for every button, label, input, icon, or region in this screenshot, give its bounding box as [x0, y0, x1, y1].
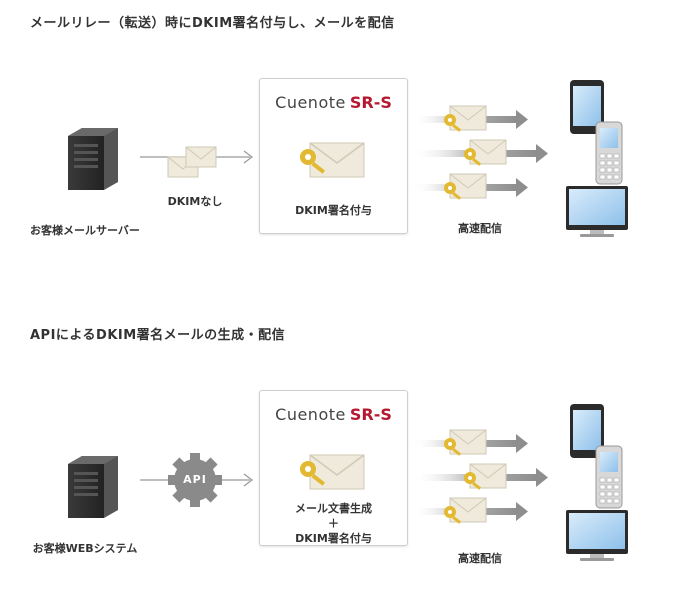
delivery-arrows: [412, 429, 548, 524]
panel-label: メール文書生成 ＋ DKIM署名付与: [260, 501, 407, 546]
panel-label: DKIM署名付与: [295, 204, 372, 217]
section-title: メールリレー（転送）時にDKIM署名付与し、メールを配信: [30, 16, 395, 31]
logo-suffix: SR-S: [349, 93, 392, 112]
logo-main: Cuenote: [275, 93, 346, 112]
server-label: お客様WEBシステム: [32, 542, 138, 555]
delivery-arrow: [412, 173, 528, 200]
delivery-label: 高速配信: [458, 552, 502, 565]
relay-section: メールリレー（転送）時にDKIM署名付与し、メールを配信 お客様メールサーバー …: [0, 0, 680, 300]
delivery-arrow: [412, 497, 528, 524]
delivery-label: 高速配信: [458, 222, 502, 235]
section-title: APIによるDKIM署名メールの生成・配信: [30, 328, 286, 343]
smartphone-icon: [570, 80, 604, 134]
panel-label-line2: DKIM署名付与: [295, 532, 372, 545]
web-system-server-icon: [68, 456, 118, 518]
signed-mail-icon: [300, 454, 365, 490]
feature-phone-icon: [595, 445, 623, 509]
api-connector: [140, 453, 253, 507]
gear-icon: [168, 453, 222, 507]
delivery-arrow: [412, 105, 528, 132]
feature-phone-icon: [595, 121, 623, 185]
devices-icon: [566, 80, 628, 237]
delivery-arrow: [412, 463, 548, 490]
connector-label: DKIMなし: [167, 195, 223, 208]
smartphone-icon: [570, 404, 604, 458]
monitor-icon: [566, 510, 628, 561]
panel-label-plus: ＋: [328, 517, 339, 530]
api-section: APIによるDKIM署名メールの生成・配信 お客様WEBシステム: [0, 312, 680, 612]
delivery-arrow: [412, 139, 548, 166]
delivery-arrows: [412, 105, 548, 200]
server-label: お客様メールサーバー: [30, 224, 140, 237]
panel-label-line1: メール文書生成: [295, 502, 372, 515]
logo-main: Cuenote: [275, 405, 346, 424]
monitor-icon: [566, 186, 628, 237]
devices-icon: [566, 404, 628, 561]
unsigned-mail-icon: [140, 146, 253, 178]
logo-suffix: SR-S: [349, 405, 392, 424]
delivery-arrow: [412, 429, 528, 456]
api-label: API: [183, 473, 207, 486]
signed-mail-icon: [300, 142, 365, 178]
mail-server-icon: [68, 128, 118, 190]
